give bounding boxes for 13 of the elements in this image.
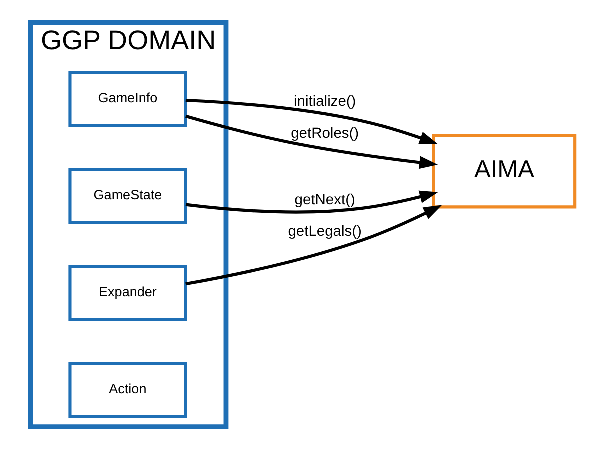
- node-box: Expander: [68, 265, 188, 322]
- node-box: GameInfo: [68, 71, 188, 128]
- arrow: [186, 190, 438, 214]
- node-box: GameState: [68, 168, 188, 224]
- edge-label: getLegals(): [288, 224, 362, 240]
- edge-label: getRoles(): [291, 126, 360, 142]
- node-box: AIMA: [432, 134, 577, 209]
- edge-label: getNext(): [294, 192, 356, 208]
- node-box: Action: [68, 362, 188, 418]
- arrow: [186, 205, 442, 286]
- arrow: [186, 114, 438, 170]
- arrow: [186, 98, 438, 144]
- edge-label: initialize(): [294, 94, 356, 110]
